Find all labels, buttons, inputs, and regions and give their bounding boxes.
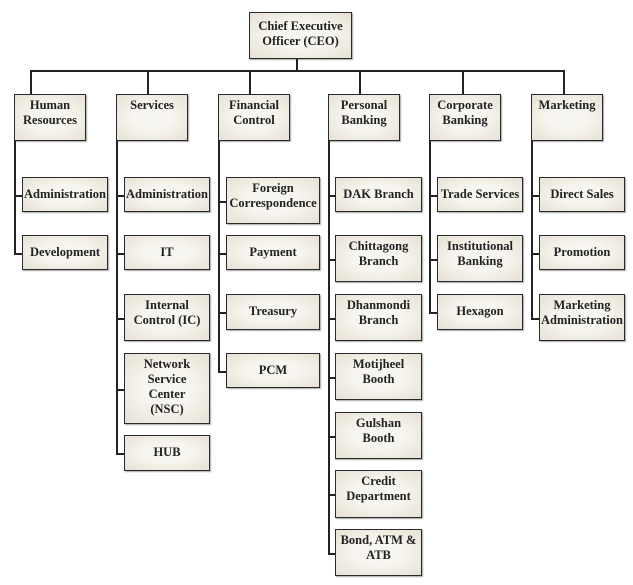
connector-line: [218, 253, 226, 255]
connector-line: [429, 259, 437, 261]
sub-unit-box: Institutional Banking: [437, 235, 523, 282]
department-box: Marketing: [531, 94, 603, 141]
sub-unit-box: Credit Department: [335, 470, 422, 518]
sub-unit-box: Bond, ATM & ATB: [335, 529, 422, 576]
connector-spine: [531, 141, 533, 318]
sub-unit-box: Treasury: [226, 294, 320, 330]
connector-line: [328, 377, 335, 379]
sub-unit-box: Administration: [22, 177, 108, 212]
connector-line: [116, 318, 124, 320]
connector-line: [116, 195, 124, 197]
sub-unit-box: Chittagong Branch: [335, 235, 422, 282]
connector-line: [328, 259, 335, 261]
sub-unit-box: Marketing Administration: [539, 294, 625, 341]
sub-unit-box: Dhanmondi Branch: [335, 294, 422, 341]
connector-spine: [14, 141, 16, 253]
connector-spine: [116, 141, 118, 453]
connector-line: [218, 201, 226, 203]
sub-unit-box: Development: [22, 235, 108, 270]
connector-line: [328, 553, 335, 555]
sub-unit-box: Hexagon: [437, 294, 523, 330]
connector-line: [328, 195, 335, 197]
connector-line: [14, 195, 22, 197]
connector-line: [563, 70, 565, 94]
connector-line: [14, 253, 22, 255]
connector-bus: [30, 70, 564, 72]
department-box: Human Resources: [14, 94, 86, 141]
connector-line: [429, 312, 437, 314]
sub-unit-box: Administration: [124, 177, 210, 212]
connector-line: [328, 318, 335, 320]
connector-line: [429, 195, 437, 197]
connector-line: [531, 195, 539, 197]
connector-line: [531, 318, 539, 320]
connector-line: [328, 436, 335, 438]
connector-spine: [328, 141, 330, 553]
sub-unit-box: Motijheel Booth: [335, 353, 422, 400]
connector-line: [116, 453, 124, 455]
connector-line: [116, 389, 124, 391]
sub-unit-box: Gulshan Booth: [335, 412, 422, 459]
department-box: Personal Banking: [328, 94, 400, 141]
connector-spine: [218, 141, 220, 371]
connector-line: [359, 70, 361, 94]
connector-line: [328, 494, 335, 496]
sub-unit-box: HUB: [124, 435, 210, 471]
connector-line: [116, 253, 124, 255]
connector-spine: [429, 141, 431, 312]
connector-line: [462, 70, 464, 94]
connector-line: [218, 371, 226, 373]
connector-line: [531, 253, 539, 255]
department-box: Corporate Banking: [429, 94, 501, 141]
sub-unit-box: Payment: [226, 235, 320, 270]
connector-line: [249, 70, 251, 94]
sub-unit-box: PCM: [226, 353, 320, 388]
sub-unit-box: Promotion: [539, 235, 625, 270]
sub-unit-box: Direct Sales: [539, 177, 625, 212]
department-box: Financial Control: [218, 94, 290, 141]
sub-unit-box: DAK Branch: [335, 177, 422, 212]
connector-line: [218, 312, 226, 314]
connector-line: [296, 59, 298, 71]
connector-line: [30, 70, 32, 94]
sub-unit-box: Trade Services: [437, 177, 523, 212]
connector-line: [147, 70, 149, 94]
ceo-box: Chief Executive Officer (CEO): [249, 12, 352, 59]
sub-unit-box: Foreign Correspondence: [226, 177, 320, 224]
sub-unit-box: Network Service Center (NSC): [124, 353, 210, 424]
department-box: Services: [116, 94, 188, 141]
sub-unit-box: Internal Control (IC): [124, 294, 210, 341]
sub-unit-box: IT: [124, 235, 210, 270]
